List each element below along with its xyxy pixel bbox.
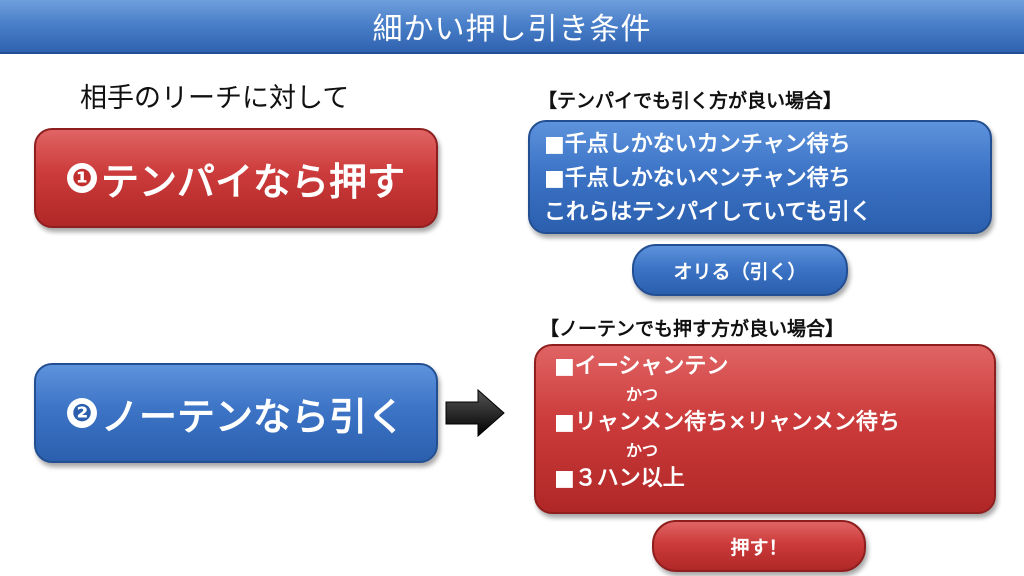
push-result-label: 押す！ [730, 536, 788, 559]
fold-condition-1: ■千点しかないカンチャン待ち [544, 132, 851, 157]
push-condition-2: ■リャンメン待ち×リャンメン待ち [554, 410, 900, 435]
push-condition-1: ■イーシャンテン [554, 354, 729, 379]
katsu-label-2: かつ [626, 441, 659, 460]
subtitle: 相手のリーチに対して [80, 83, 350, 114]
rule-2-box: ❷ ノーテンなら引く [34, 363, 438, 463]
push-condition-3: ■３ハン以上 [554, 466, 685, 491]
number-2-icon: ❷ [66, 398, 97, 428]
rule-1-label: テンパイなら押す [100, 159, 405, 204]
fold-result-label: オリる（引く） [673, 260, 807, 283]
fold-condition-2: ■千点しかないペンチャン待ち [544, 166, 851, 191]
title-bar: 細かい押し引き条件 [0, 0, 1024, 54]
rule-2-label: ノーテンなら引く [100, 394, 405, 439]
push-section-header: 【ノーテンでも押す方が良い場合】 [540, 318, 845, 340]
number-1-icon: ❶ [66, 163, 97, 193]
fold-section-header: 【テンパイでも引く方が良い場合】 [538, 90, 843, 112]
push-conditions-box: ■イーシャンテン かつ ■リャンメン待ち×リャンメン待ち かつ ■３ハン以上 [534, 344, 996, 514]
rule-1-box: ❶ テンパイなら押す [34, 128, 438, 228]
page-title: 細かい押し引き条件 [372, 12, 652, 47]
katsu-label-1: かつ [626, 385, 659, 404]
right-arrow-icon [445, 388, 505, 438]
fold-result-badge: オリる（引く） [632, 244, 848, 296]
fold-condition-note: これらはテンパイしていても引く [544, 200, 872, 225]
push-result-badge: 押す！ [652, 520, 866, 572]
fold-conditions-box: ■千点しかないカンチャン待ち ■千点しかないペンチャン待ち これらはテンパイして… [528, 120, 992, 234]
